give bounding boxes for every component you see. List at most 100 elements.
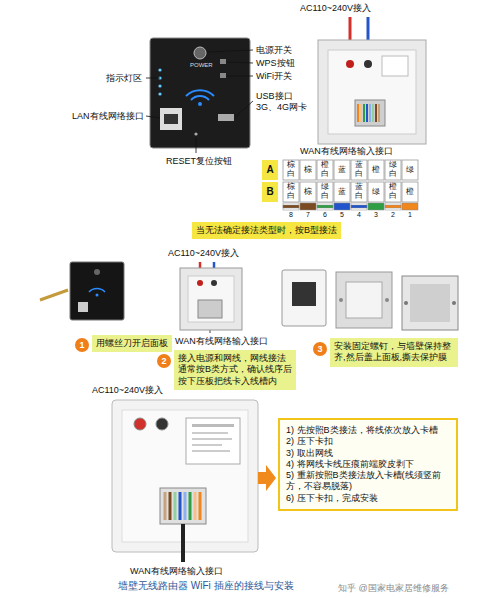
node-text: 接入电源和网线，网线接法通常按B类方式，确认线序后按下压板把线卡入线槽内: [178, 353, 292, 387]
port-label: WAN有线网络输入接口: [175, 336, 268, 347]
wire-color-cell: 橙白: [321, 161, 329, 179]
null: [199, 492, 202, 520]
wire-table: [334, 182, 350, 202]
wire-table: [385, 182, 401, 202]
wall-box-photos: [452, 301, 456, 305]
note-bar: 当无法确定接法类型时，按B型接法: [192, 222, 341, 239]
back-panel-small: [188, 276, 234, 322]
wall-box-photos: [339, 298, 343, 302]
wire-table: [351, 182, 367, 202]
leader-line: [207, 50, 253, 52]
power-input-label: AC110~240V接入: [168, 248, 239, 259]
null: [164, 492, 167, 520]
wall-box-photos: [336, 272, 392, 328]
wire-table: [385, 160, 401, 180]
wire-strip: [402, 203, 418, 210]
wire-color-cell: 绿: [372, 188, 380, 197]
orange-arrow: [258, 465, 276, 491]
router-back: [160, 488, 206, 524]
watermark: 知乎 @国家电家居维修服务: [338, 583, 449, 594]
leader-line: [146, 116, 160, 118]
wire-color-cell: 蓝: [338, 166, 346, 175]
wall-box-photos: [404, 301, 408, 305]
null: [358, 104, 379, 122]
leader-line: [227, 76, 253, 77]
wire-strip: [351, 203, 367, 210]
caption: 墙壁无线路由器 WiFi 插座的接线与安装: [118, 580, 294, 593]
pin-number: 8: [283, 211, 299, 220]
wire-strip: [351, 205, 367, 208]
pin-number: 5: [334, 211, 350, 220]
wire-table: [368, 182, 384, 202]
wire-strip: [283, 205, 299, 208]
steps-list-box: 1) 先按照B类接法，将线依次放入卡槽2) 压下卡扣3) 取出网线4) 将网线卡…: [278, 418, 458, 511]
node-text: 2) 压下卡扣: [286, 436, 450, 447]
wire-strip: [283, 203, 418, 210]
front-panel: [191, 96, 209, 100]
wall-box-photos: [410, 284, 450, 322]
wire-color-cell: 绿白: [389, 161, 397, 179]
back-panel-small: [180, 262, 242, 330]
wire-color-cell: 棕白: [287, 161, 295, 179]
part-label: WPS按钮: [256, 58, 295, 69]
wire-color-cell: 蓝: [338, 188, 346, 197]
router-back: [181, 524, 185, 562]
back-panel: [355, 100, 385, 126]
wire-table: [402, 160, 418, 180]
wire-color-cell: 橙白: [389, 183, 397, 201]
null: [372, 104, 374, 122]
router-back: [192, 444, 222, 446]
null: [366, 104, 368, 122]
orange-arrow: [258, 465, 276, 491]
leader-line: [146, 78, 160, 79]
router-back: [112, 400, 258, 562]
port-label: WAN有线网络输入接口: [130, 566, 223, 577]
wire-table: [317, 160, 333, 180]
wire-table: [351, 160, 367, 180]
wire-table: [368, 160, 384, 180]
node-text: 安装固定螺钉，与墙壁保持整齐,然后盖上面板,撕去保护膜: [334, 341, 454, 364]
node-text: 5) 重新按照B类接法放入卡槽(线须竖前方，不容易脱落): [286, 470, 450, 493]
front-panel: [194, 132, 197, 135]
node-text: 6) 压下卡扣，完成安装: [286, 493, 450, 504]
router-back: [192, 432, 228, 434]
null: [369, 104, 371, 122]
front-panel-small: [40, 262, 124, 320]
router-back: [192, 424, 234, 427]
part-label: 指示灯区: [106, 73, 142, 84]
pin-number: 2: [385, 211, 401, 220]
wall-box-photos: [402, 276, 458, 330]
null: [169, 492, 172, 520]
wall-box-photos: [292, 282, 316, 306]
front-panel: [220, 59, 226, 64]
leader-line: [196, 137, 197, 153]
wire-strip: [334, 203, 350, 210]
wire-strip: [283, 203, 299, 210]
front-panel: [158, 84, 161, 87]
wall-box-photos: [385, 298, 389, 302]
wire-color-cell: 蓝白: [355, 183, 363, 201]
pin-number: 1: [402, 211, 418, 220]
pin-number: 3: [368, 211, 384, 220]
node-text: 1) 先按照B类接法，将线依次放入卡槽: [286, 425, 450, 436]
router-back: [186, 418, 240, 464]
wire-table: [300, 160, 316, 180]
pin-number: 4: [351, 211, 367, 220]
wire-color-cell: 蓝白: [355, 161, 363, 179]
null: [189, 492, 192, 520]
wire-strip: [385, 205, 401, 208]
node-text: 4) 将网线卡线压痕前端胶皮剥下: [286, 459, 450, 470]
wire-strip: [317, 203, 333, 210]
power-input-label: AC110~240V接入: [92, 385, 163, 396]
wire-color-cell: 棕: [304, 188, 312, 197]
back-panel-small: [211, 280, 217, 286]
node-text: 用螺丝刀开启面板: [96, 338, 168, 349]
wire-table: [402, 182, 418, 202]
wire-table: [283, 160, 418, 202]
wire-strip: [368, 203, 384, 210]
callout-number: 2: [157, 354, 171, 368]
front-panel: [218, 114, 234, 121]
power-input-label: AC110~240V接入: [300, 3, 371, 14]
leader-line: [235, 101, 253, 117]
